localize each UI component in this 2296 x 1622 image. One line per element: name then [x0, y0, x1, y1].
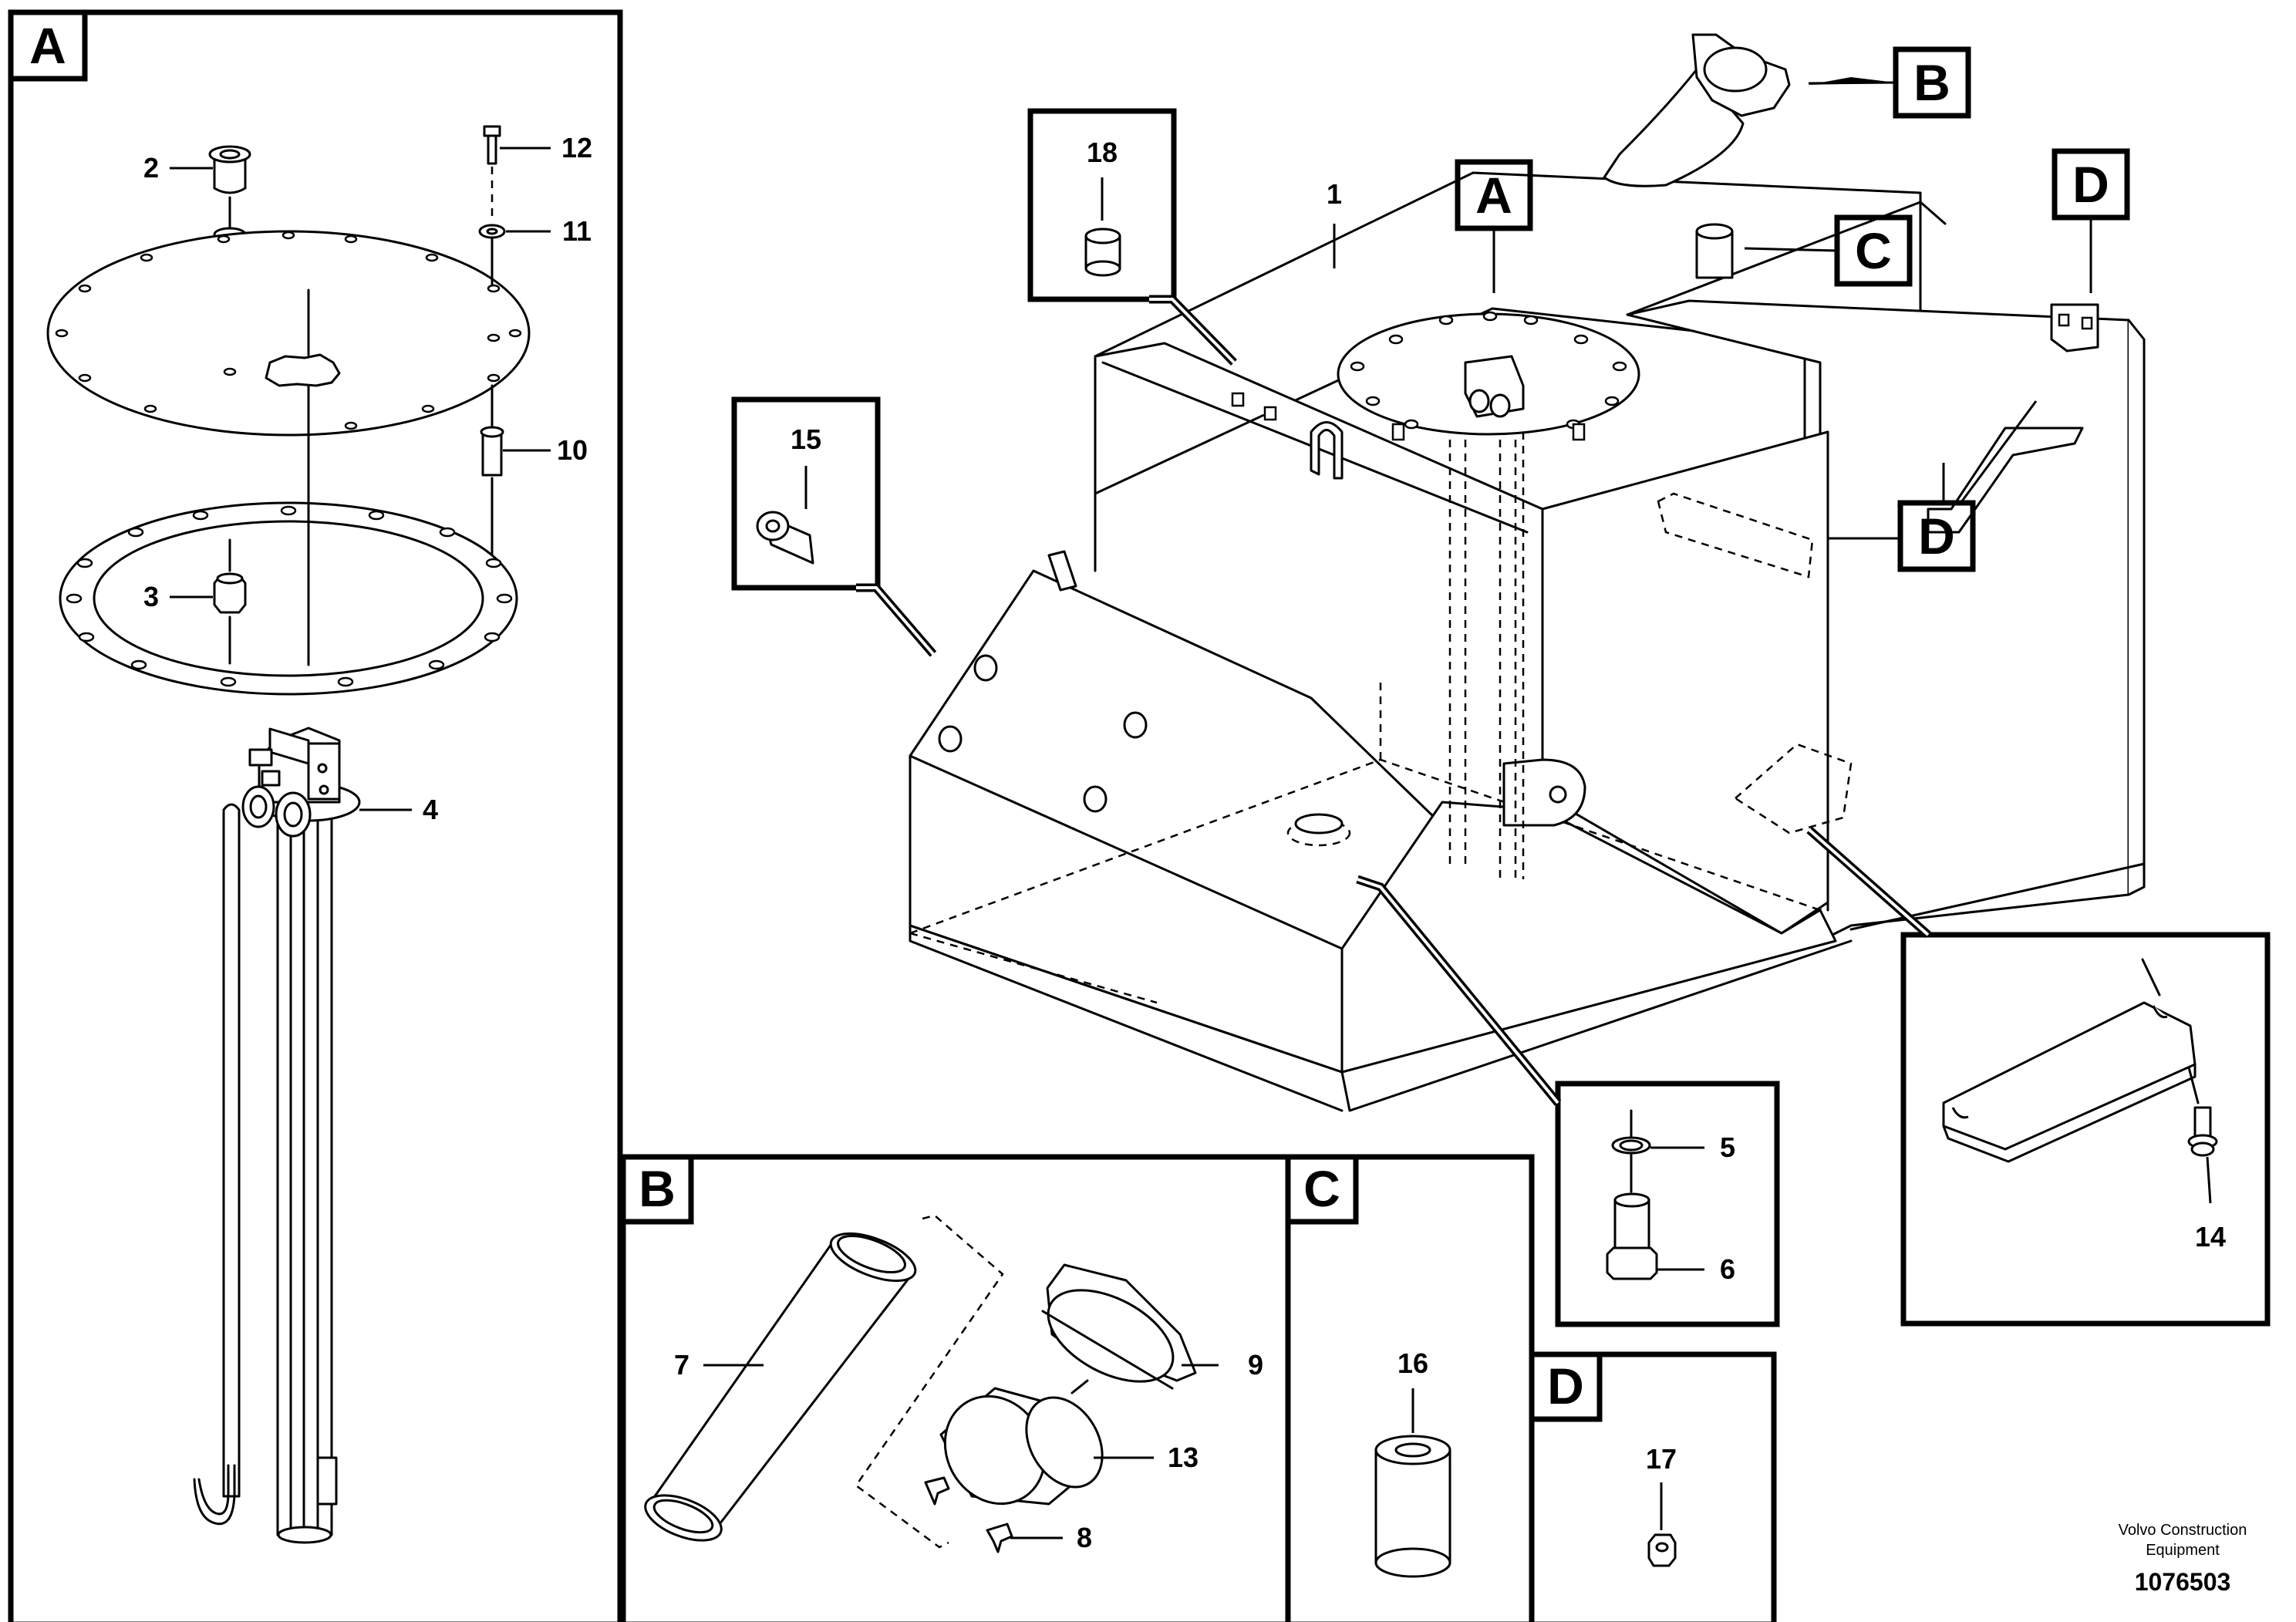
panel-d-detail: D 17	[1529, 1351, 1777, 1622]
tank-post-c	[1695, 223, 1734, 279]
label-11: 11	[562, 215, 592, 247]
part-9-filler-cap	[1041, 1263, 1197, 1390]
view-letter-a: A	[1455, 159, 1533, 293]
panel-b-letter-box	[620, 1154, 694, 1225]
label-7: 7	[674, 1349, 689, 1381]
callout-part-18: 18	[1027, 108, 1237, 366]
drawing-number: 1076503	[2135, 1568, 2231, 1596]
part-13-strainer	[939, 1387, 1104, 1506]
part-14-bolt	[2187, 1106, 2218, 1157]
panel-c-letter-box	[1285, 1154, 1359, 1225]
label-15: 15	[791, 423, 821, 455]
label-8: 8	[1077, 1522, 1092, 1553]
panel-c-letter: C	[1303, 1160, 1340, 1217]
part-14-cover-plate	[1942, 1001, 2197, 1163]
credit-line-1: Volvo Construction	[2119, 1522, 2247, 1539]
label-2: 2	[143, 152, 159, 184]
label-13: 13	[1168, 1442, 1199, 1473]
part-7-filler-tube	[644, 1232, 917, 1542]
panel-b-letter: B	[639, 1160, 676, 1217]
panel-a-detail: A 2	[8, 9, 623, 1622]
view-letter-c: C	[1744, 214, 1913, 287]
label-18: 18	[1087, 137, 1118, 168]
panel-c-detail: C 16	[1285, 1154, 1535, 1622]
svg-text:C: C	[1855, 222, 1892, 279]
cover-plate	[46, 230, 531, 437]
label-3: 3	[143, 581, 159, 612]
callout-part-14: 14	[1806, 826, 2271, 1327]
part-17-nut	[1647, 1533, 1677, 1567]
label-4: 4	[423, 794, 438, 825]
label-5: 5	[1720, 1131, 1735, 1163]
panel-b-detail: B 7 9 13	[620, 1154, 1291, 1622]
svg-text:B: B	[1913, 54, 1950, 111]
panel-d-letter-box	[1529, 1351, 1603, 1422]
panel-a-letter-box	[8, 9, 88, 82]
filler-neck	[1603, 33, 1791, 187]
panel-a-letter: A	[29, 17, 66, 74]
label-6: 6	[1720, 1253, 1735, 1285]
part-12-bolt	[483, 125, 501, 165]
label-12: 12	[561, 132, 592, 164]
part-6-drain-plug	[1606, 1192, 1658, 1280]
part-3-nut	[213, 572, 247, 614]
part-18-bushing	[1084, 228, 1121, 277]
view-letter-d-mid: D	[1828, 400, 2038, 572]
fuel-tank-assembly	[909, 33, 2146, 1112]
part-15-bushing	[756, 511, 814, 565]
part-2-screw-cap	[208, 145, 251, 194]
label-17: 17	[1646, 1443, 1677, 1475]
gasket-ring	[59, 501, 518, 696]
label-14: 14	[2195, 1221, 2226, 1253]
callout-part-5-6: 5 6	[1356, 875, 1780, 1327]
panel-d-letter: D	[1547, 1357, 1584, 1415]
callout-part-15: 15	[731, 396, 937, 657]
svg-text:D: D	[2072, 156, 2109, 213]
part-8-clip	[924, 1476, 1013, 1553]
sender-flange	[1337, 311, 1640, 436]
label-10: 10	[557, 434, 588, 466]
label-9: 9	[1248, 1349, 1263, 1381]
view-letter-b: B	[1808, 46, 1971, 119]
svg-text:A: A	[1475, 167, 1512, 224]
part-16-bushing	[1374, 1435, 1451, 1578]
plate-holes	[55, 231, 522, 430]
credit-line-2: Equipment	[2146, 1542, 2220, 1559]
view-letter-d-top: D	[2052, 148, 2130, 293]
label-16: 16	[1397, 1347, 1428, 1379]
label-1: 1	[1327, 178, 1342, 210]
part-10-sleeve	[480, 426, 504, 477]
part-4-fuel-sender	[193, 727, 361, 1544]
svg-text:D: D	[1918, 508, 1955, 565]
